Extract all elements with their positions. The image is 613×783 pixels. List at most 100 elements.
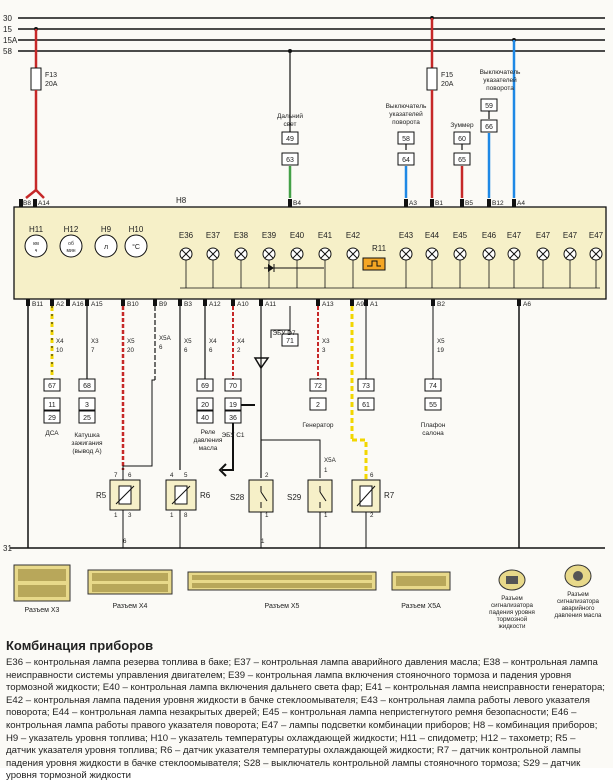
wire-label: 7 bbox=[114, 472, 118, 479]
lamp-label: E47 bbox=[589, 231, 604, 240]
connector-box: 67 bbox=[43, 378, 61, 392]
pin-label: A12 bbox=[209, 301, 221, 308]
wire-label: X3 bbox=[91, 338, 99, 345]
lamp-e37-1: E37 bbox=[206, 231, 221, 288]
feed-wires bbox=[288, 38, 516, 198]
wire-label: 3 bbox=[322, 347, 326, 354]
svg-text:масла: масла bbox=[199, 445, 218, 452]
svg-text:A3: A3 bbox=[409, 200, 417, 207]
switch-s28: S28 bbox=[230, 479, 274, 513]
power-buses: 30 15 15A 58 31 bbox=[3, 14, 605, 553]
pin-label: A2 bbox=[56, 301, 64, 308]
lamp-label: E44 bbox=[425, 231, 440, 240]
svg-text:58: 58 bbox=[402, 136, 410, 143]
svg-text:S29: S29 bbox=[287, 493, 302, 502]
connector-box: 29 bbox=[43, 410, 61, 424]
lamp-e36-0: E36 bbox=[179, 231, 194, 288]
svg-text:S28: S28 bbox=[230, 493, 245, 502]
svg-text:Выключатель: Выключатель bbox=[480, 69, 521, 76]
wire-label: 2 bbox=[370, 512, 374, 519]
connector-box-label: 36 bbox=[229, 415, 237, 422]
connector-box-label: 29 bbox=[48, 415, 56, 422]
svg-text:Разъем X5: Разъем X5 bbox=[265, 603, 300, 610]
svg-text:A4: A4 bbox=[517, 200, 525, 207]
bus-30-label: 30 bbox=[3, 14, 12, 23]
connector-box: 71 bbox=[281, 333, 299, 347]
svg-text:R5: R5 bbox=[96, 491, 107, 500]
wire-label: 7 bbox=[91, 347, 95, 354]
connector-box-label: 68 bbox=[83, 383, 91, 390]
svg-text:H8: H8 bbox=[176, 196, 187, 205]
lamp-label: E42 bbox=[346, 231, 361, 240]
svg-text:тормозной: тормозной bbox=[497, 616, 528, 623]
connector-box: 74 bbox=[424, 378, 442, 392]
wire-label: 2 bbox=[265, 472, 269, 479]
connector-box-label: 25 bbox=[83, 415, 91, 422]
lamp-e42-6: E42 bbox=[346, 231, 361, 288]
svg-text:(вывод А): (вывод А) bbox=[72, 448, 101, 455]
bus-31-label: 31 bbox=[3, 544, 12, 553]
pin-label: B11 bbox=[32, 301, 43, 308]
svg-text:65: 65 bbox=[458, 157, 466, 164]
connector-box-label: 55 bbox=[429, 402, 437, 409]
svg-text:R11: R11 bbox=[372, 244, 387, 253]
wire-label: X5A bbox=[324, 457, 337, 464]
wire-label: 1 bbox=[324, 467, 328, 474]
svg-text:давления: давления bbox=[194, 437, 223, 444]
svg-text:аварийного: аварийного bbox=[562, 605, 595, 612]
connector-box: 2 bbox=[309, 397, 327, 411]
connector-x5a-icon: Разъем X5A bbox=[391, 571, 451, 610]
svg-text:падения уровня: падения уровня bbox=[489, 609, 535, 616]
wire-label: X3 bbox=[322, 338, 330, 345]
wire-label: 6 bbox=[123, 538, 127, 545]
sensor-r5: R5 bbox=[96, 479, 141, 511]
temperature-gauge-icon: °C bbox=[132, 243, 140, 251]
svg-text:ЭБУ С1: ЭБУ С1 bbox=[221, 432, 244, 439]
pin-label: A6 bbox=[523, 301, 531, 308]
svg-text:Плафон: Плафон bbox=[421, 422, 446, 429]
connector-box-label: 74 bbox=[429, 383, 437, 390]
diode-icon bbox=[264, 264, 324, 272]
bus-15a-label: 15A bbox=[3, 36, 18, 45]
svg-text:Разъем: Разъем bbox=[567, 591, 589, 598]
lamp-e45-9: E45 bbox=[453, 231, 468, 288]
lamp-label: E47 bbox=[563, 231, 578, 240]
svg-text:B1: B1 bbox=[435, 200, 443, 207]
svg-text:63: 63 bbox=[286, 157, 294, 164]
connector-box: 20 bbox=[196, 397, 214, 411]
svg-text:поворота: поворота bbox=[486, 85, 514, 92]
pin-label: A11 bbox=[265, 301, 276, 308]
wire-label: 8 bbox=[184, 512, 188, 519]
switch-s29: S29 bbox=[287, 479, 333, 513]
lamp-e41-5: E41 bbox=[318, 231, 333, 288]
connector-box-label: 61 bbox=[362, 402, 370, 409]
fuel-gauge-icon: л bbox=[104, 244, 108, 251]
svg-text:A14: A14 bbox=[38, 200, 50, 207]
connector-box-label: 71 bbox=[286, 338, 294, 345]
connector-box: 11 bbox=[43, 397, 61, 411]
wire-label: 10 bbox=[56, 347, 63, 354]
tachometer-icon: об bbox=[68, 241, 74, 247]
wire-label: 4 bbox=[170, 472, 174, 479]
svg-text:ч: ч bbox=[35, 248, 38, 254]
schematic: 30 15 15A 58 31 F13 20A F15 20A bbox=[3, 14, 607, 630]
svg-text:мин: мин bbox=[67, 248, 76, 254]
svg-text:Разъем X5A: Разъем X5A bbox=[401, 603, 441, 610]
connector-x5-icon: Разъем X5 bbox=[187, 571, 377, 610]
connector-box-label: 2 bbox=[316, 402, 320, 409]
svg-text:зажигания: зажигания bbox=[71, 440, 103, 447]
svg-text:салона: салона bbox=[422, 430, 444, 437]
speedometer-icon: км bbox=[33, 241, 39, 247]
svg-text:поворота: поворота bbox=[392, 119, 420, 126]
connector-box-label: 70 bbox=[229, 383, 237, 390]
connector-oil-pressure-sensor-icon: Разъем сигнализатора аварийного давления… bbox=[554, 564, 602, 619]
resistor-r11: R11 bbox=[362, 244, 387, 271]
lamp-label: E36 bbox=[179, 231, 194, 240]
pin-label: A9 bbox=[356, 301, 364, 308]
svg-text:F15: F15 bbox=[441, 72, 453, 79]
cluster-top-pins: B8 A14 B4 A3 B1 B5 B12 A4 bbox=[19, 199, 525, 207]
wire-label: X4 bbox=[237, 338, 245, 345]
wire-label: 6 bbox=[370, 472, 374, 479]
